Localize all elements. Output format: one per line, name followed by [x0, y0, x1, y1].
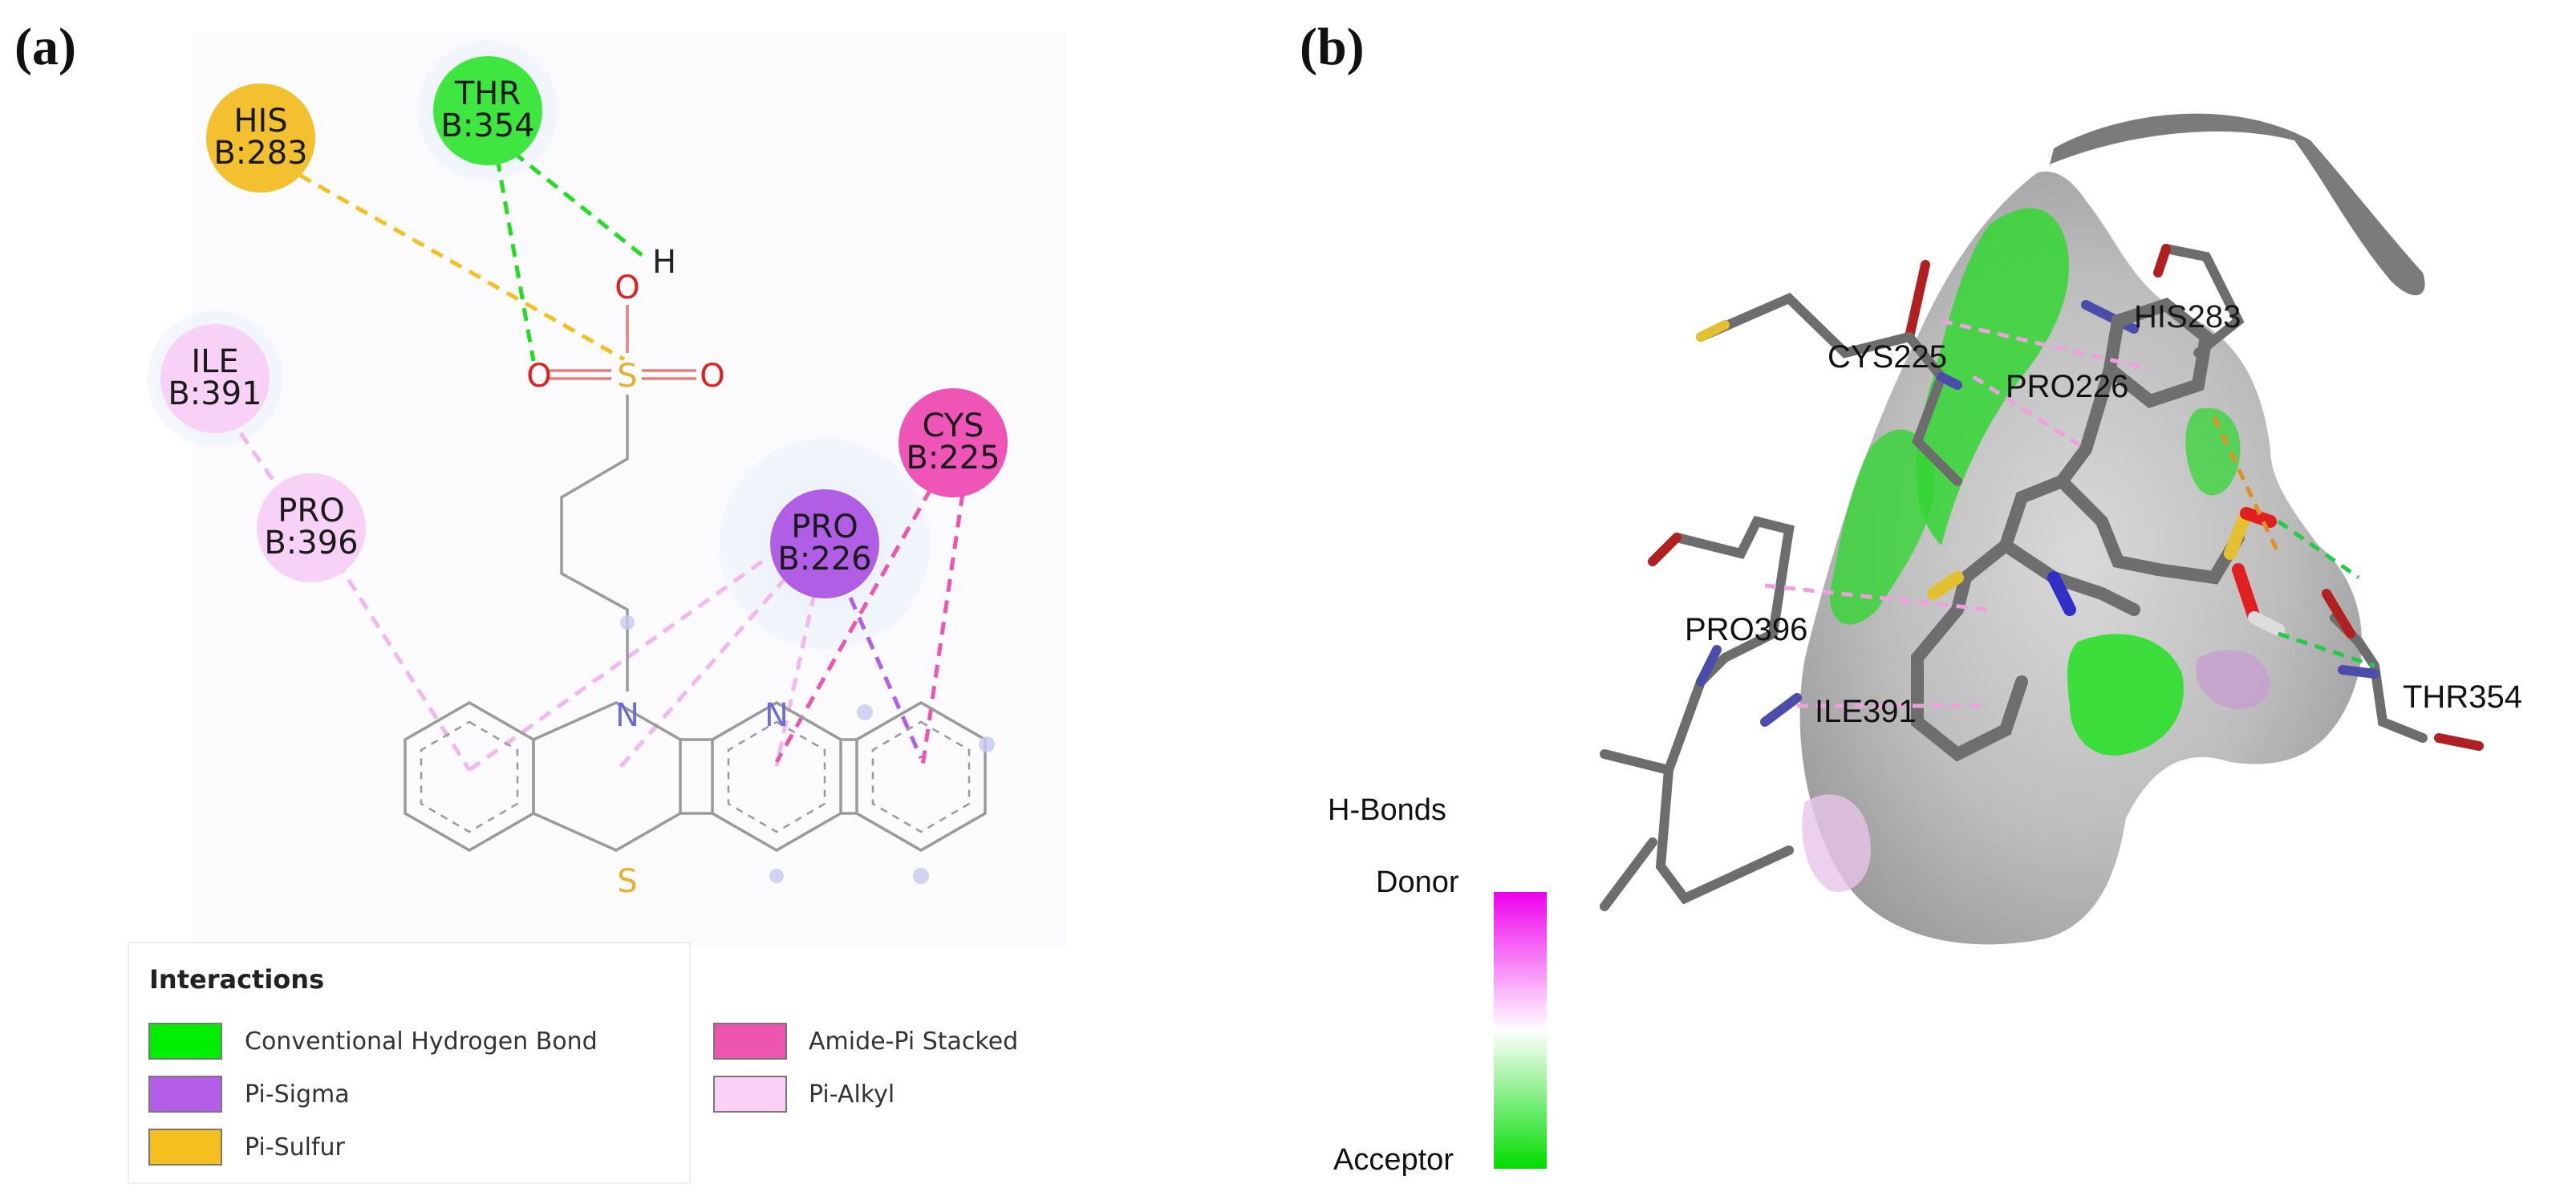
hbond-scale: H-Bonds Donor Acceptor [1328, 793, 1547, 1177]
residue-name-thr354: THR [454, 75, 521, 112]
atom-o-top: O [615, 270, 639, 306]
protein-surface [1799, 113, 2425, 945]
residue-ile391: ILE B:391 [160, 324, 270, 433]
residue-pro396: PRO B:396 [257, 473, 366, 582]
residue-name-pro396: PRO [278, 493, 344, 529]
residue-circle-his283 [206, 83, 315, 193]
hbond-gradient-bar [1494, 892, 1547, 1169]
residue-chain-pro396: B:396 [264, 525, 358, 562]
atom-n-ring2: N [765, 697, 789, 734]
atom-s-sulfonyl: S [617, 358, 637, 395]
label-ile391-3d: ILE391 [1815, 694, 1917, 729]
legend-swatch-amide-pi [713, 1023, 787, 1060]
hbond-line-o [495, 158, 536, 362]
legend-label-amide-pi: Amide-Pi Stacked [809, 1028, 1018, 1056]
residue-chain-ile391: B:391 [168, 375, 262, 412]
atom-n-ring1: N [615, 697, 639, 734]
panel-a-label: (a) [14, 18, 76, 76]
residue-name-pro226: PRO [791, 509, 858, 545]
residue-circle-pro396 [257, 473, 366, 582]
hbond-scale-acceptor: Acceptor [1333, 1143, 1454, 1177]
residue-circle-ile391 [160, 324, 270, 433]
hbond-scale-title: H-Bonds [1328, 793, 1446, 827]
atom-o-left: O [526, 358, 551, 395]
residue-his283: HIS B:283 [206, 83, 315, 193]
residue-chain-pro226: B:226 [777, 541, 871, 578]
legend-swatch-pi-alkyl [713, 1076, 787, 1113]
residue-name-cys225: CYS [922, 407, 984, 444]
label-cys225-3d: CYS225 [1828, 339, 1947, 375]
pi-alkyl-pro226-ring1 [468, 559, 764, 772]
interaction-lines-3d [1764, 318, 2375, 708]
residue-pro226: PRO B:226 [770, 489, 879, 598]
residue-name-his283: HIS [233, 103, 287, 140]
residue-sticks [1600, 244, 2484, 911]
residue-chain-cys225: B:225 [906, 440, 1000, 476]
residue-circle-pro226 [770, 489, 879, 598]
label-pro226-3d: PRO226 [2006, 369, 2128, 404]
residue-name-ile391: ILE [191, 343, 238, 380]
legend-label-pi-alkyl: Pi-Alkyl [809, 1080, 895, 1109]
interactions-legend: Interactions Conventional Hydrogen Bond … [128, 942, 1018, 1184]
atom-s-ring: S [617, 863, 637, 900]
legend-label-pi-sulfur: Pi-Sulfur [245, 1133, 346, 1162]
residue-circle-cys225 [899, 388, 1008, 497]
legend-label-hbond: Conventional Hydrogen Bond [245, 1028, 598, 1056]
residue-circle-thr354 [433, 56, 542, 165]
legend-swatch-pi-sulfur [148, 1129, 222, 1166]
residue-chain-his283: B:283 [213, 135, 307, 172]
hbond-scale-donor: Donor [1376, 866, 1459, 899]
label-thr354-3d: THR354 [2403, 679, 2522, 715]
pi-sigma-pro226 [848, 596, 923, 760]
legend-label-pi-sigma: Pi-Sigma [245, 1080, 350, 1109]
residue-cys225: CYS B:225 [899, 388, 1008, 497]
ligand-sticks [1911, 298, 2285, 762]
ligand-highlight-dots [620, 615, 995, 884]
residue-chain-thr354: B:354 [440, 107, 534, 144]
legend-title: Interactions [149, 964, 324, 995]
atom-h: H [652, 244, 676, 281]
pi-sulfur-line [279, 162, 626, 362]
amide-pi-cys-2 [920, 493, 965, 767]
residue-thr354: THR B:354 [433, 56, 542, 165]
label-his283-3d: HIS283 [2134, 299, 2241, 334]
legend-swatch-pi-sigma [148, 1076, 222, 1113]
panel-b-label: (b) [1300, 18, 1365, 76]
pi-alkyl-pro226-ring3 [774, 593, 817, 767]
legend-swatch-hbond [148, 1023, 222, 1060]
label-pro396-3d: PRO396 [1685, 612, 1807, 647]
hbond-line-h [512, 151, 643, 257]
atom-o-right: O [700, 358, 724, 395]
